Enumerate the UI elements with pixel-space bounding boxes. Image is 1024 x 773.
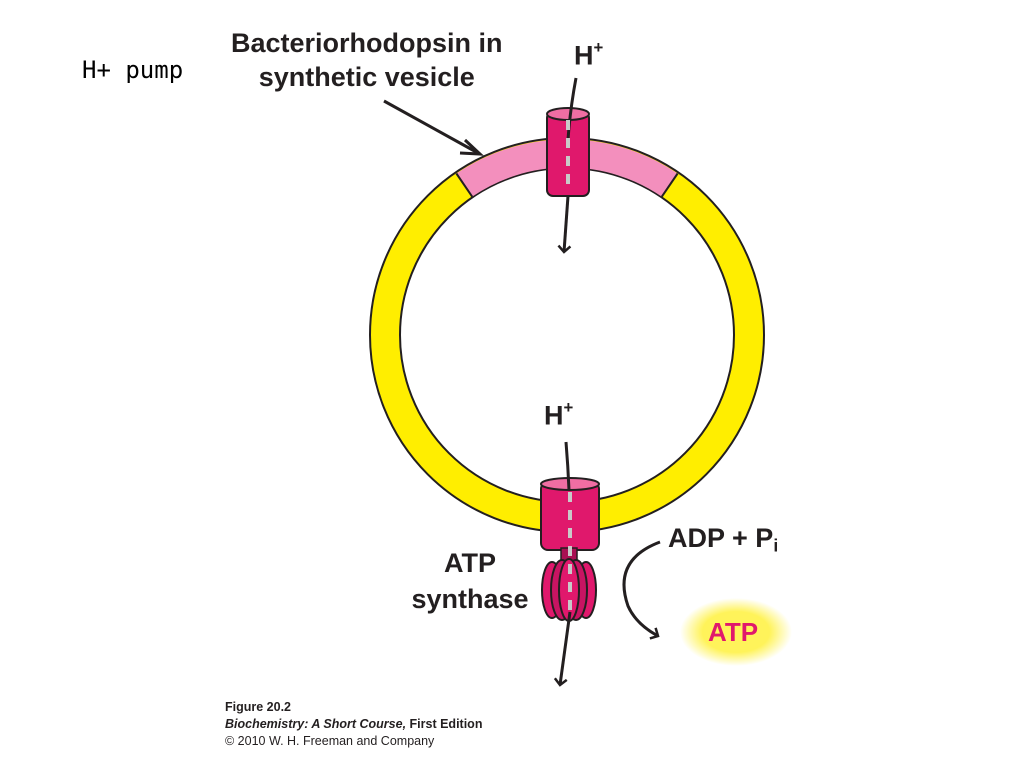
- vesicle-label-line2: synthetic vesicle: [258, 62, 475, 92]
- proton-label-top: H+: [574, 38, 603, 72]
- atp-synthase-label-line2: synthase: [411, 584, 529, 614]
- label-pointer-arrow: [383, 99, 485, 156]
- atp-synthase-label-line1: ATP: [444, 548, 496, 578]
- patch-border-left: [455, 172, 474, 198]
- adp-text: ADP + P: [668, 523, 774, 553]
- slide-label: H+ pump: [82, 56, 184, 84]
- vesicle-label-line1: Bacteriorhodopsin in: [231, 28, 503, 58]
- patch-border-right: [660, 172, 679, 198]
- vesicle-label: Bacteriorhodopsin in synthetic vesicle: [231, 26, 503, 94]
- book-citation: Biochemistry: A Short Course, First Edit…: [225, 717, 482, 731]
- figure-number-text: Figure 20.2: [225, 700, 291, 714]
- atp-glow: [680, 598, 792, 666]
- proton-symbol: H: [544, 400, 564, 431]
- book-edition: First Edition: [406, 717, 483, 731]
- synthase-proton-arrow: [553, 611, 572, 687]
- proton-label-bottom: H+: [544, 398, 573, 432]
- synthase-proton-path: [564, 441, 571, 491]
- pump-proton-arrow: [557, 195, 572, 254]
- figure-number: Figure 20.2: [225, 700, 291, 714]
- adp-pi-label: ADP + Pi: [668, 523, 778, 556]
- proton-symbol: H: [574, 40, 594, 71]
- atp-synthase-label: ATP synthase: [402, 545, 538, 617]
- atp-product-label: ATP: [708, 617, 759, 647]
- proton-charge: +: [563, 398, 574, 417]
- adp-subscript: i: [773, 535, 779, 556]
- adp-to-atp-arrow: [622, 540, 661, 640]
- copyright-notice: © 2010 W. H. Freeman and Company: [225, 734, 434, 748]
- pump-proton-path: [566, 77, 578, 141]
- proton-charge: +: [593, 38, 604, 57]
- copyright-text: © 2010 W. H. Freeman and Company: [225, 734, 435, 748]
- book-title: Biochemistry: A Short Course,: [225, 717, 407, 731]
